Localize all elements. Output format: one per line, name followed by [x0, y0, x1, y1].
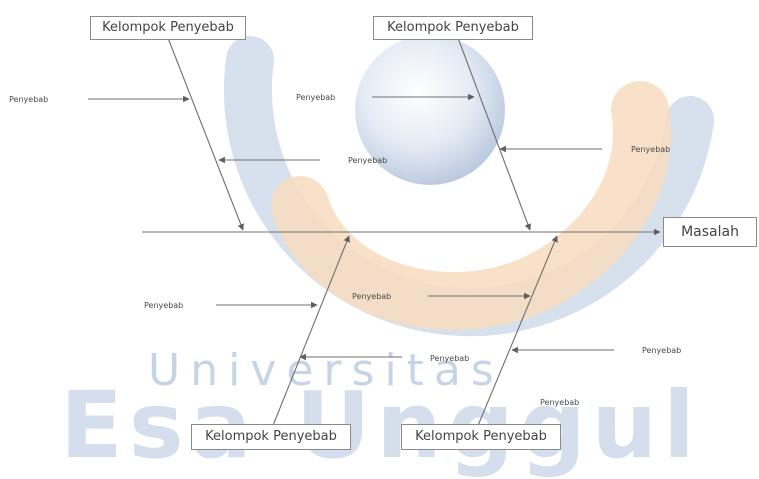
bone-upper-right [457, 37, 532, 231]
cause-label-3: Penyebab [348, 156, 388, 165]
watermark-universitas: Universitas [148, 345, 504, 396]
cause-label-9: Penyebab [540, 398, 580, 407]
fishbone-diagram: Universitas Esa Unggul [9, 16, 757, 479]
group-box-upper-right: Kelompok Penyebab [373, 16, 533, 40]
group-box-upper-left: Kelompok Penyebab [90, 16, 246, 40]
effect-box: Masalah [663, 217, 757, 247]
bone-lower-left [271, 235, 350, 429]
cause-label-7: Penyebab [430, 354, 470, 363]
group-box-lower-left: Kelompok Penyebab [191, 424, 351, 450]
cause-label-4: Penyebab [631, 145, 671, 154]
bone-upper-left [167, 37, 244, 231]
group-box-lower-right: Kelompok Penyebab [401, 424, 561, 450]
watermark-logo [224, 35, 714, 337]
cause-label-2: Penyebab [296, 93, 336, 102]
bone-lower-right [476, 235, 558, 429]
diagram-lines [88, 37, 661, 429]
cause-label-8: Penyebab [642, 346, 682, 355]
cause-label-5: Penyebab [144, 301, 184, 310]
cause-label-6: Penyebab [352, 292, 392, 301]
cause-label-1: Penyebab [9, 95, 49, 104]
